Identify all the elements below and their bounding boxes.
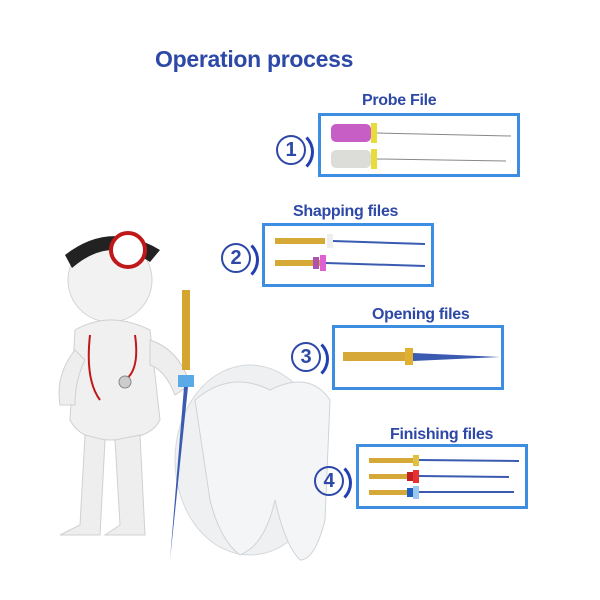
shaping-files-box bbox=[262, 223, 434, 287]
step-1-arc bbox=[270, 130, 314, 174]
step-3-number: 3 bbox=[291, 342, 321, 372]
probe-file-image bbox=[331, 123, 512, 169]
opening-files-box bbox=[332, 325, 504, 390]
finishing-files-image bbox=[369, 455, 520, 499]
step-1-label: Probe File bbox=[362, 92, 437, 109]
step-3-arc bbox=[285, 337, 329, 381]
step-4-label: Finishing files bbox=[390, 426, 494, 443]
finishing-files-box bbox=[356, 444, 528, 509]
opening-files-image bbox=[343, 348, 500, 365]
step-2-number: 2 bbox=[221, 243, 251, 273]
shaping-files-image bbox=[275, 234, 426, 271]
probe-file-box bbox=[318, 113, 520, 177]
page-title: Operation process bbox=[155, 46, 354, 72]
step-3-label: Opening files bbox=[372, 306, 470, 323]
step-4-number: 4 bbox=[314, 466, 344, 496]
step-2-arc bbox=[215, 238, 259, 282]
step-4-arc bbox=[308, 461, 352, 505]
step-1-number: 1 bbox=[276, 135, 306, 165]
step-2-label: Shapping files bbox=[293, 203, 399, 220]
